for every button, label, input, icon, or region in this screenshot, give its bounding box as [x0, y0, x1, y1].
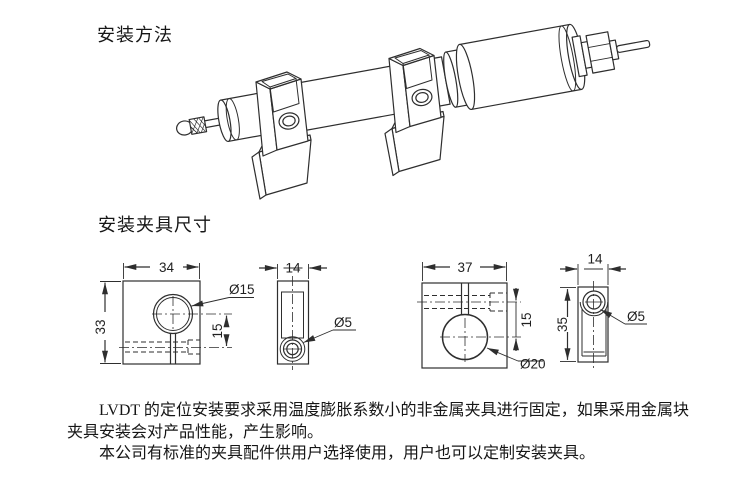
cable [616, 39, 651, 53]
dim-clamp2-offset: 15 [519, 312, 534, 327]
section-title-fixture-dimensions: 安装夹具尺寸 [98, 215, 212, 235]
dim-clamp2-side-width: 14 [587, 252, 603, 267]
dim-clamp2-screw: Ø5 [627, 309, 645, 324]
dim-clamp1-screw: Ø5 [334, 315, 352, 330]
dim-clamp1-width: 34 [159, 260, 175, 275]
clamp2-side-view [560, 264, 647, 368]
isometric-assembly-drawing [176, 23, 651, 200]
dim-clamp1-offset: 15 [210, 323, 225, 338]
dim-clamp2-width: 37 [457, 260, 472, 275]
dim-clamp1-height: 33 [93, 319, 108, 334]
body-paragraph-1: LVDT 的定位安装要求采用温度膨胀系数小的非金属夹具进行固定，如果采用金属块夹… [67, 402, 689, 441]
mounting-clamp-block [251, 71, 312, 200]
dim-clamp1-side-width: 14 [285, 261, 301, 276]
section-title-installation: 安装方法 [97, 25, 173, 45]
clamp1-front-view [100, 263, 254, 365]
clamp1-side-view [259, 264, 356, 370]
dim-clamp2-bore: Ø20 [520, 357, 546, 372]
body-paragraph-2: 本公司有标准的夹具配件供用户选择使用，用户也可以定制安装夹具。 [99, 445, 596, 462]
body-text-block: LVDT 的定位安装要求采用温度膨胀系数小的非金属夹具进行固定，如果采用金属块夹… [67, 400, 689, 465]
dim-clamp2-side-height: 35 [555, 317, 570, 332]
clamp2-front-view [417, 262, 543, 369]
dim-clamp1-bore: Ø15 [229, 282, 255, 297]
